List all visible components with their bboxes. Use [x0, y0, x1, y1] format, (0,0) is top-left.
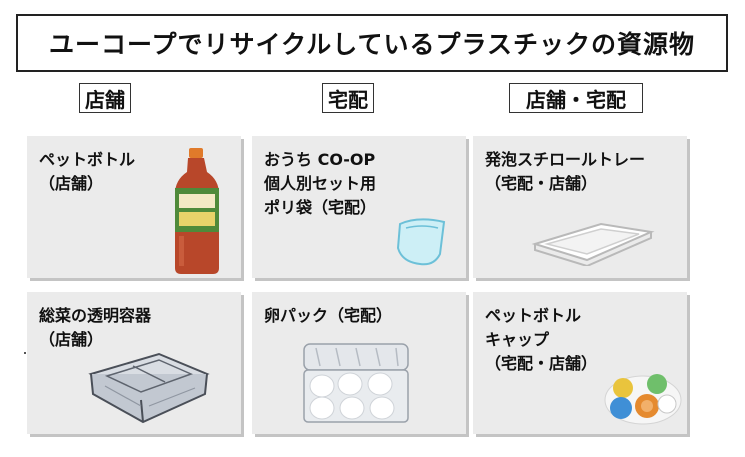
card-deli-container-label: 総菜の透明容器 （店舗）	[39, 306, 152, 349]
card-egg-pack: 卵パック（宅配）	[252, 292, 466, 434]
card-bottle-caps: ペットボトル キャップ （宅配・店舗）	[473, 292, 687, 434]
card-pet-bottle-label: ペットボトル （店舗）	[39, 150, 136, 193]
card-pet-bottle: ペットボトル （店舗）	[27, 136, 241, 278]
card-deli-container: 総菜の透明容器 （店舗）	[27, 292, 241, 434]
egg-pack-icon	[303, 343, 409, 423]
foam-tray-icon	[531, 222, 655, 266]
column-header-both: 店舗・宅配	[509, 83, 643, 113]
card-poly-bag: おうち CO-OP 個人別セット用 ポリ袋（宅配）	[252, 136, 466, 278]
page-title: ユーコープでリサイクルしているプラスチックの資源物	[16, 14, 728, 72]
card-foam-tray-label: 発泡スチロールトレー （宅配・店舗）	[485, 150, 646, 193]
column-header-delivery: 宅配	[322, 83, 374, 113]
bottle-caps-icon	[604, 374, 682, 425]
card-bottle-caps-label: ペットボトル キャップ （宅配・店舗）	[485, 306, 598, 373]
card-foam-tray: 発泡スチロールトレー （宅配・店舗）	[473, 136, 687, 278]
card-poly-bag-label: おうち CO-OP 個人別セット用 ポリ袋（宅配）	[264, 150, 377, 217]
plastic-bag-icon	[396, 218, 446, 266]
column-header-store: 店舗	[79, 83, 131, 113]
clear-container-icon	[88, 352, 210, 424]
pet-bottle-icon	[175, 148, 219, 274]
card-egg-pack-label: 卵パック（宅配）	[264, 306, 393, 325]
stray-dot	[24, 352, 26, 354]
